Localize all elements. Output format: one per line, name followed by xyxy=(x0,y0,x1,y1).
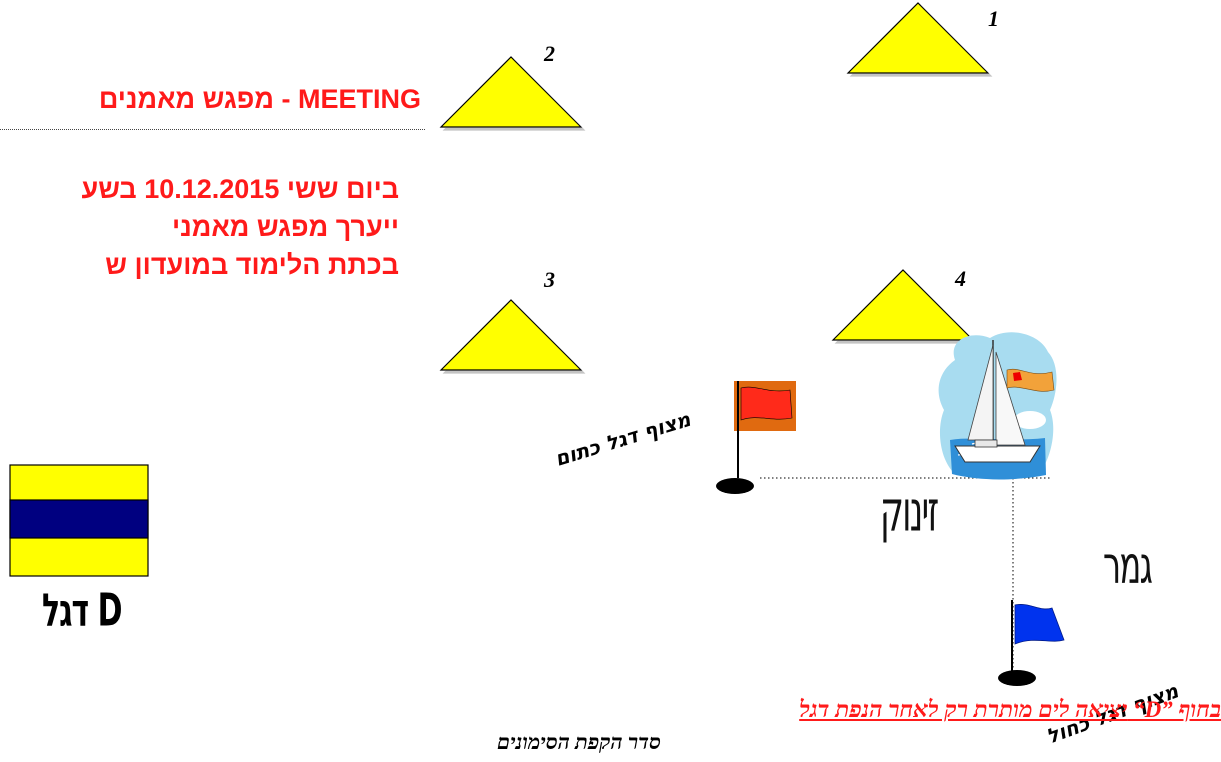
meeting-title: מפגש מאמנים - MEETING xyxy=(98,84,421,114)
buoy-4-number: 4 xyxy=(955,266,966,291)
launch-rule-text: יציאה לים מותרת רק לאחר הנפת דגל “D” בחו… xyxy=(799,697,1221,722)
blue-mark-disc xyxy=(998,670,1036,686)
sailboat-image xyxy=(938,332,1057,480)
orange-mark-disc xyxy=(716,478,754,494)
course-order-text: סדר הקפת הסימונים xyxy=(497,730,661,754)
buoy-1-marker xyxy=(846,2,990,74)
finish-label: גמר xyxy=(1103,536,1153,596)
flag-d-icon xyxy=(9,464,149,577)
buoy-3-number: 3 xyxy=(544,267,555,292)
buoy-2-number: 2 xyxy=(544,41,555,66)
red-flag-icon xyxy=(740,386,793,421)
announcement-line-2: ייערך מפגש מאמני xyxy=(171,212,399,242)
announcement-line-1: ביום ששי 10.12.2015 בשע xyxy=(81,174,399,204)
buoy-3-marker xyxy=(439,299,583,371)
buoy-2-marker xyxy=(439,56,583,128)
start-label: זינוק xyxy=(880,478,939,545)
buoy-4-marker xyxy=(831,269,975,341)
flag-d-label: דגל D xyxy=(42,585,123,638)
announcement-line-3: בכתת הלימוד במועדון ש xyxy=(105,250,399,280)
title-dotted-line xyxy=(0,129,425,130)
buoy-1-number: 1 xyxy=(988,6,999,31)
blue-flag-icon xyxy=(1014,604,1065,645)
